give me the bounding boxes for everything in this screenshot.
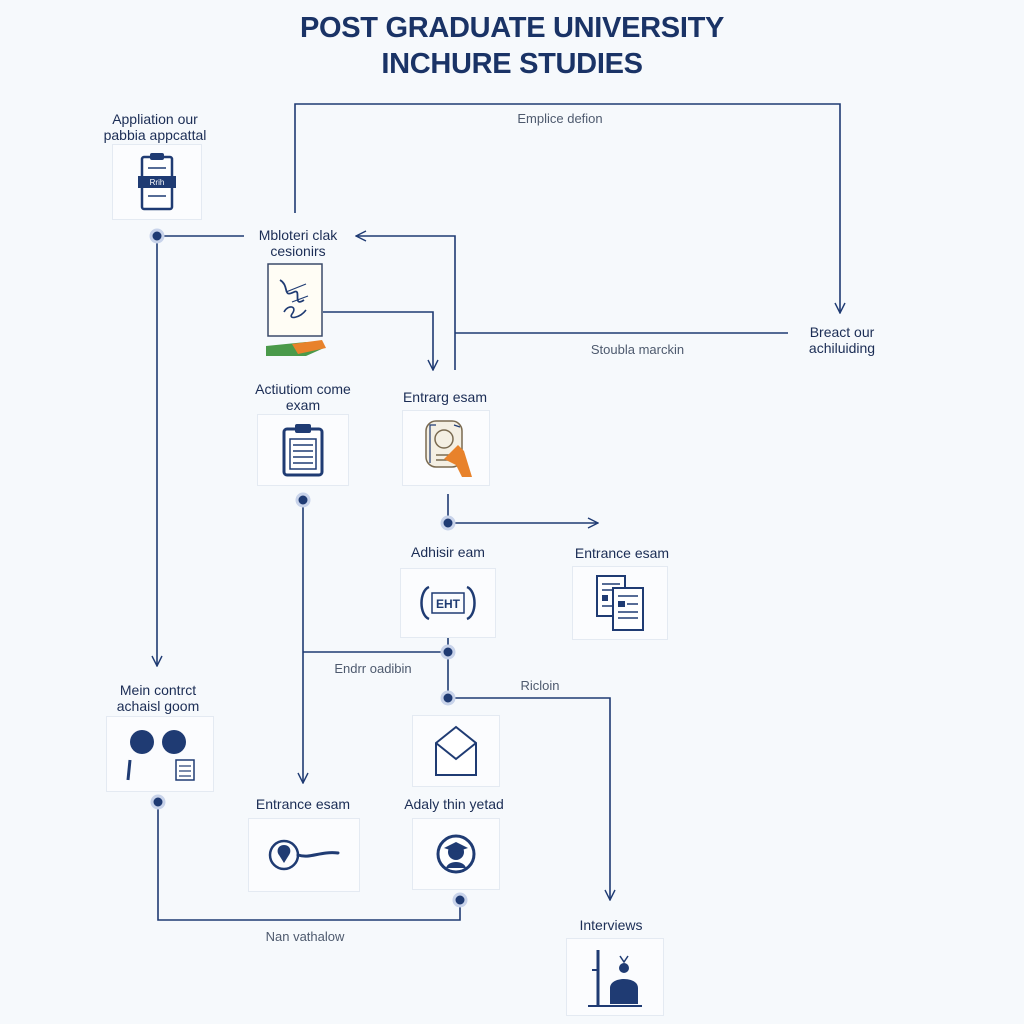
node-label-mein-contrect: Mein contrct achaisl goom <box>116 682 200 714</box>
node-label-adaly: Adaly thin yetad <box>404 796 504 812</box>
node-label-entrance-exam-bottom: Entrance esam <box>255 796 351 812</box>
documents-icon <box>596 575 644 631</box>
node-entrance-exam-right <box>572 566 668 640</box>
node-label-mbloteri: Mbloteri clak cesionirs <box>258 227 338 259</box>
node-label-actiutiom: Actiutiom come exam <box>255 381 351 413</box>
node-label-application: Appliation our pabbia appcattal <box>103 111 207 143</box>
edge-label-nan-vathalow: Nan vathalow <box>265 929 345 944</box>
certificate-hand-icon <box>425 420 472 477</box>
node-mein-contrect <box>106 716 214 792</box>
node-label-adhisir-exam: Adhisir eam <box>411 544 485 560</box>
node-label-entrance-exam-right: Entrance esam <box>574 545 670 561</box>
clipboard-icon <box>282 424 324 477</box>
node-adaly <box>412 818 500 890</box>
connector-dot <box>440 644 456 660</box>
edge-label-ricloin: Ricloin <box>520 678 560 693</box>
edge-ricloin-to-interviews <box>448 697 610 900</box>
edge-label-stoubla-marckin: Stoubla marckin <box>590 342 685 357</box>
connector-dot <box>150 794 166 810</box>
graduate-avatar-icon <box>436 834 476 874</box>
exam-brackets-text: EHT <box>436 597 461 611</box>
connector-dot <box>295 492 311 508</box>
node-label-interviews: Interviews <box>579 917 643 933</box>
edge-entrarg-to-entrance <box>447 494 598 523</box>
edge-label-emplice-defion: Emplice defion <box>517 111 603 126</box>
edge-nan-vathalow <box>157 802 461 921</box>
node-interviews <box>566 938 664 1016</box>
clipboard-form-icon: Rrih <box>138 153 176 211</box>
diagram-title-line2: INCHURE STUDIES <box>381 48 643 80</box>
connector-dot <box>452 892 468 908</box>
interview-podium-icon <box>588 950 642 1007</box>
location-pin-icon <box>268 839 340 871</box>
edge-top-loop <box>294 103 840 313</box>
exam-brackets-icon: EHT <box>420 585 476 621</box>
diagram-title-line1: POST GRADUATE UNIVERSITY <box>299 12 725 44</box>
node-label-entrarg-exam: Entrarg esam <box>402 389 488 405</box>
connector-dot <box>149 228 165 244</box>
group-interview-icon <box>126 730 195 781</box>
edge-label-endrr-oadibin: Endrr oadibin <box>334 661 412 676</box>
node-label-breact-our: Breact our achiluiding <box>808 324 876 356</box>
clipboard-form-text: Rrih <box>150 178 165 187</box>
node-envelope <box>412 715 500 787</box>
node-entrarg-exam <box>402 410 490 486</box>
node-application: Rrih <box>112 144 202 220</box>
connector-dot <box>440 515 456 531</box>
connector-dot <box>440 690 456 706</box>
edge-mbloteri-to-entrarg <box>323 311 433 370</box>
edge-loop-into-mbloteri <box>356 236 456 370</box>
node-mbloteri <box>262 262 328 360</box>
node-adhisir-exam: EHT <box>400 568 496 638</box>
envelope-icon <box>435 725 477 776</box>
signed-document-hand-icon <box>266 263 326 356</box>
node-actiutiom <box>257 414 349 486</box>
node-entrance-exam-bottom <box>248 818 360 892</box>
